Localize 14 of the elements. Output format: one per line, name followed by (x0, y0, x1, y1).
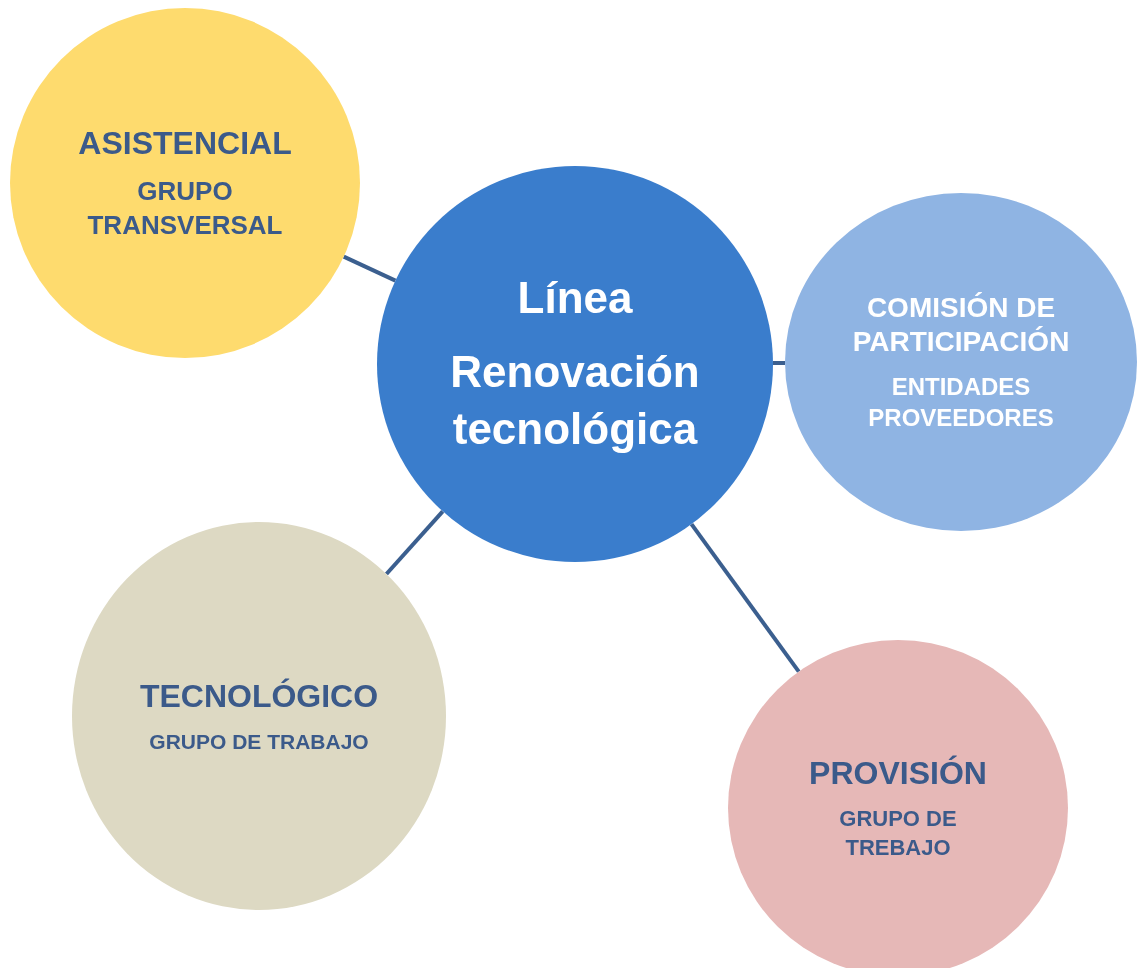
circle-title: Línea (517, 271, 633, 324)
connector-line (342, 254, 397, 283)
circle-subtitle: Renovación tecnológica (449, 345, 701, 455)
connector-line (689, 522, 801, 673)
connector-line (384, 510, 445, 576)
circle-title: COMISIÓN DE PARTICIPACIÓN (851, 290, 1071, 359)
connector-line (773, 360, 785, 365)
circle-title: ASISTENCIAL (78, 123, 292, 163)
circle-title: PROVISIÓN (809, 753, 987, 793)
circle-subtitle: GRUPO DE TREBAJO (838, 804, 958, 862)
circle-title: TECNOLÓGICO (139, 676, 379, 716)
circle-subtitle: ENTIDADES PROVEEDORES (867, 371, 1055, 434)
circle-subtitle: GRUPO TRANSVERSAL (86, 174, 284, 242)
circle-subtitle: GRUPO DE TRABAJO (149, 728, 369, 755)
